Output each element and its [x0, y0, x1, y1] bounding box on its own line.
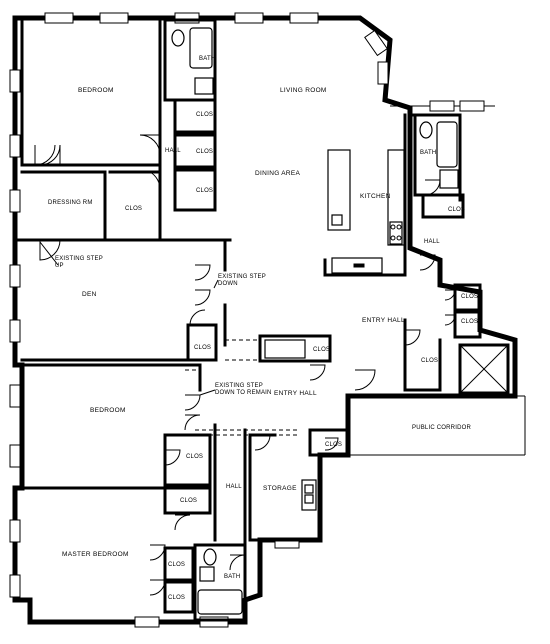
label-clos-den: CLOS: [194, 345, 211, 351]
label-living-room: LIVING ROOM: [280, 87, 327, 94]
label-clos-right-2: CLOS: [461, 294, 478, 300]
label-hall-top: HALL: [165, 148, 181, 154]
label-kitchen: KITCHEN: [360, 193, 391, 200]
label-clos-master-2: CLOS: [168, 595, 185, 601]
label-bedroom-mid: BEDROOM: [90, 407, 126, 414]
notes: EXISTING STEP UP EXISTING STEP DOWN EXIS…: [55, 256, 272, 396]
label-den: DEN: [82, 291, 97, 298]
windows: [9, 12, 485, 628]
label-master-bedroom: MASTER BEDROOM: [62, 551, 129, 558]
label-hall-bottom: HALL: [226, 484, 242, 490]
label-clos-1: CLOS: [196, 112, 213, 118]
interior-walls: [13, 16, 510, 622]
label-bedroom-top: BEDROOM: [78, 87, 114, 94]
doors: [34, 134, 456, 596]
label-clos-entry: CLOS: [313, 347, 330, 353]
label-public-corridor: PUBLIC CORRIDOR: [412, 425, 471, 431]
label-hall-right: HALL: [424, 239, 440, 245]
room-labels: BEDROOM LIVING ROOM DINING AREA KITCHEN …: [48, 87, 471, 558]
label-clos-right-3: CLOS: [461, 319, 478, 325]
label-dressing-rm: DRESSING RM: [48, 200, 93, 206]
note-step-remain-line2: DOWN TO REMAIN: [215, 390, 272, 396]
label-clos-right-4: CLOS: [421, 358, 438, 364]
label-storage: STORAGE: [263, 485, 297, 492]
label-bath-top: BATH: [199, 56, 215, 62]
small-labels: BATH BATH BATH HALL HALL HALL CLOS CLOS …: [125, 56, 478, 601]
note-step-down-line2: DOWN: [218, 281, 238, 287]
label-clos-right-1: CLOS: [448, 207, 465, 213]
label-clos-3: CLOS: [196, 188, 213, 194]
label-bath-right: BATH: [420, 150, 436, 156]
label-clos-master-1: CLOS: [168, 562, 185, 568]
label-entry-hall-upper: ENTRY HALL: [362, 317, 405, 324]
dashed-openings: [185, 339, 330, 520]
note-step-down-line1: EXISTING STEP: [218, 274, 266, 280]
label-clos-hall: CLOS: [180, 498, 197, 504]
label-bath-bottom: BATH: [224, 574, 240, 580]
fixtures: [171, 27, 459, 615]
label-clos-entry2: CLOS: [325, 442, 342, 448]
label-clos-mid: CLOS: [186, 454, 203, 460]
label-clos-dressing: CLOS: [125, 206, 142, 212]
note-step-up-line1: EXISTING STEP: [55, 256, 103, 262]
note-step-up-line2: UP: [55, 263, 64, 269]
note-leaders: [39, 241, 219, 396]
note-step-remain-line1: EXISTING STEP: [215, 383, 263, 389]
label-entry-hall-lower: ENTRY HALL: [274, 390, 317, 397]
label-dining-area: DINING AREA: [255, 170, 301, 177]
label-clos-2: CLOS: [196, 149, 213, 155]
